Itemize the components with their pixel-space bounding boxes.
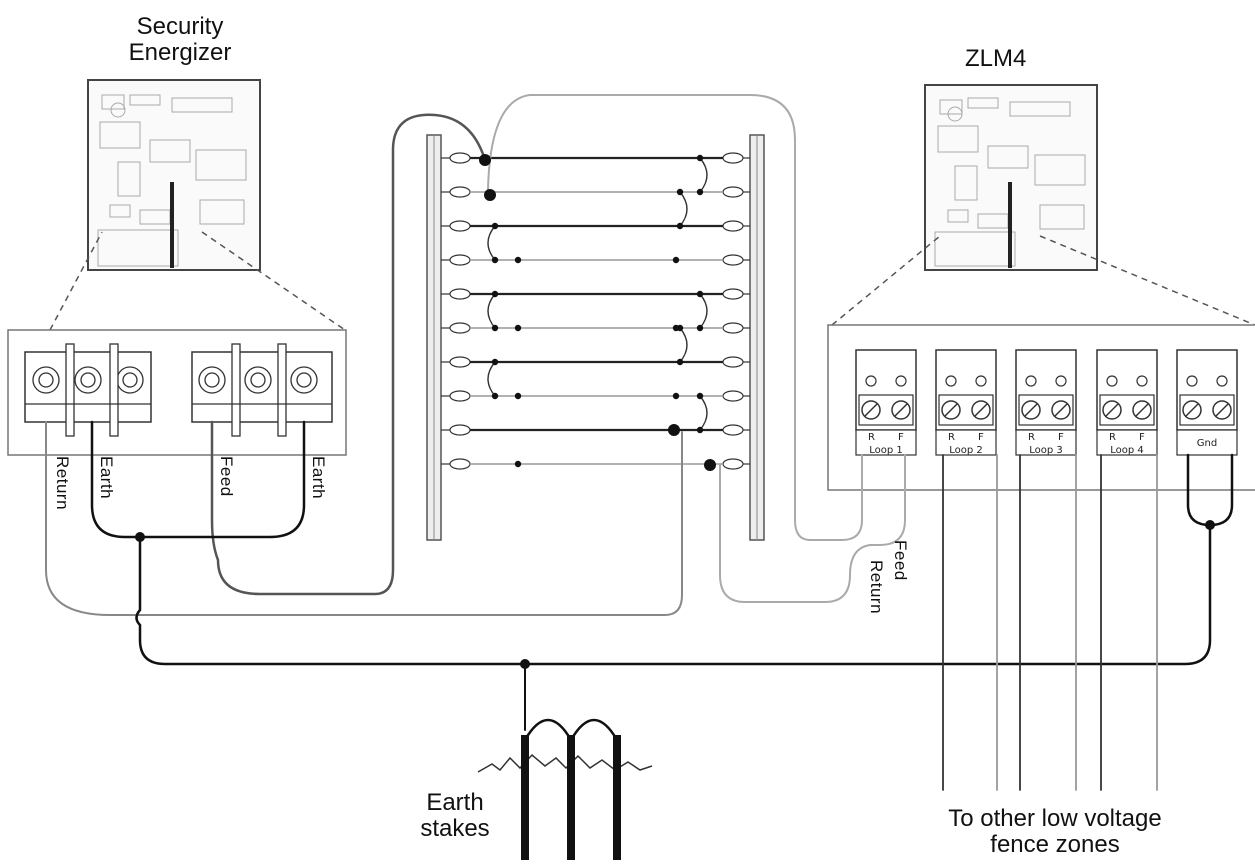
terminal-name-label: Gnd <box>1196 438 1218 449</box>
terminal-r-label: R <box>1109 432 1116 443</box>
terminal-r-label: R <box>868 432 875 443</box>
insulator <box>449 458 471 470</box>
insulator <box>722 322 744 334</box>
insulator <box>722 458 744 470</box>
insulator <box>722 254 744 266</box>
wiring <box>45 94 1234 791</box>
terminal-f-label: F <box>1058 432 1064 443</box>
terminal-r-label: R <box>1028 432 1035 443</box>
zlm4-terminal-panel <box>827 324 1255 491</box>
zones-label: To other low voltage fence zones <box>905 806 1205 858</box>
zlm4-wire-label-feed: Feed <box>891 540 910 581</box>
terminal-r-label: R <box>948 432 955 443</box>
earth-stakes-line1: Earth <box>426 789 484 816</box>
zones-line1: To other low voltage <box>948 805 1162 832</box>
insulator <box>449 356 471 368</box>
terminal-name-label: Loop 4 <box>1110 445 1144 456</box>
insulator <box>449 322 471 334</box>
insulator <box>449 390 471 402</box>
terminal-f-label: F <box>1139 432 1145 443</box>
insulator <box>449 152 471 164</box>
terminal-f-label: F <box>978 432 984 443</box>
zlm4-wire-label-return: Return <box>867 560 886 615</box>
insulator <box>449 220 471 232</box>
energizer-title: Security Energizer <box>100 14 260 66</box>
insulator <box>722 356 744 368</box>
zlm4-board <box>831 84 1255 326</box>
insulator <box>449 254 471 266</box>
terminal-label-earth-left: Earth <box>97 456 116 500</box>
earth-stakes-line2: stakes <box>420 815 490 842</box>
energizer-title-line1: Security <box>136 13 224 40</box>
terminal-label-earth-right: Earth <box>309 456 328 500</box>
earth-stakes-label: Earth stakes <box>400 790 510 842</box>
terminal-name-label: Loop 3 <box>1029 445 1063 456</box>
insulator <box>449 288 471 300</box>
insulator <box>722 152 744 164</box>
junction-dots <box>135 154 1215 669</box>
insulator <box>722 186 744 198</box>
energizer-terminal-panel <box>7 329 347 456</box>
terminal-name-label: Loop 2 <box>949 445 983 456</box>
insulator <box>722 220 744 232</box>
terminal-label-return: Return <box>53 456 72 511</box>
insulator <box>722 288 744 300</box>
energizer-board <box>49 79 346 331</box>
insulator <box>722 424 744 436</box>
insulator <box>449 424 471 436</box>
insulator <box>449 186 471 198</box>
zlm4-title: ZLM4 <box>965 45 1027 72</box>
energizer-title-line2: Energizer <box>128 39 232 66</box>
fence <box>426 134 765 541</box>
earth-stakes <box>477 718 653 860</box>
zones-line2: fence zones <box>990 831 1120 858</box>
terminal-label-feed: Feed <box>217 456 236 497</box>
insulator <box>722 390 744 402</box>
terminal-f-label: F <box>898 432 904 443</box>
terminal-name-label: Loop 1 <box>869 445 903 456</box>
